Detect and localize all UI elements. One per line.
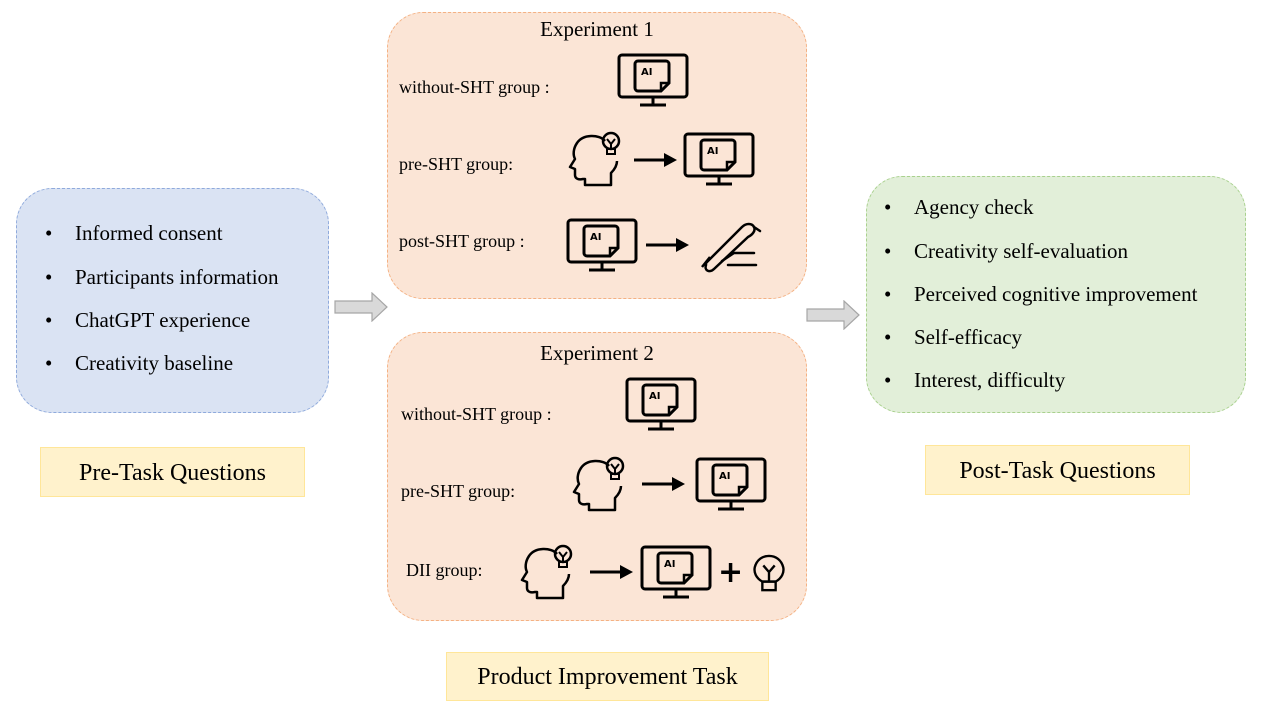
ai-monitor-icon bbox=[639, 545, 713, 601]
ai-monitor-icon bbox=[624, 377, 698, 433]
group-label: post-SHT group : bbox=[399, 231, 525, 251]
head-lightbulb-icon bbox=[519, 544, 579, 600]
experiment-2-box: Experiment 2 without-SHT group : pre-SHT… bbox=[387, 332, 807, 621]
group-label: pre-SHT group: bbox=[399, 154, 514, 174]
arrow-right-icon bbox=[646, 237, 690, 253]
head-lightbulb-icon bbox=[567, 131, 627, 187]
arrow-right-icon bbox=[634, 152, 678, 168]
plus-icon: + bbox=[718, 555, 744, 590]
group-label: without-SHT group : bbox=[399, 77, 550, 97]
head-lightbulb-icon bbox=[571, 456, 631, 512]
post-task-box: •Agency check •Creativity self-evaluatio… bbox=[866, 176, 1246, 413]
flow-arrow-icon bbox=[806, 300, 860, 330]
experiment-1-box: Experiment 1 without-SHT group : pre-SHT… bbox=[387, 12, 807, 299]
pre-task-label: Pre-Task Questions bbox=[40, 447, 305, 497]
post-task-label: Post-Task Questions bbox=[925, 445, 1190, 495]
flow-arrow-icon bbox=[334, 292, 388, 322]
group-label: DII group: bbox=[406, 560, 483, 580]
experiment-2-title: Experiment 2 bbox=[540, 341, 654, 365]
pre-task-box: •Informed consent •Participants informat… bbox=[16, 188, 329, 413]
group-label: pre-SHT group: bbox=[401, 481, 516, 501]
lightbulb-icon bbox=[750, 553, 788, 595]
hand-writing-icon bbox=[698, 217, 762, 273]
arrow-right-icon bbox=[590, 564, 634, 580]
ai-monitor-icon bbox=[683, 132, 755, 188]
group-label: without-SHT group : bbox=[401, 404, 552, 424]
ai-monitor-icon bbox=[617, 53, 689, 109]
experiment-1-title: Experiment 1 bbox=[540, 17, 654, 41]
arrow-right-icon bbox=[642, 476, 686, 492]
task-label: Product Improvement Task bbox=[446, 652, 769, 701]
ai-monitor-icon bbox=[566, 218, 638, 274]
ai-monitor-icon bbox=[694, 457, 768, 513]
